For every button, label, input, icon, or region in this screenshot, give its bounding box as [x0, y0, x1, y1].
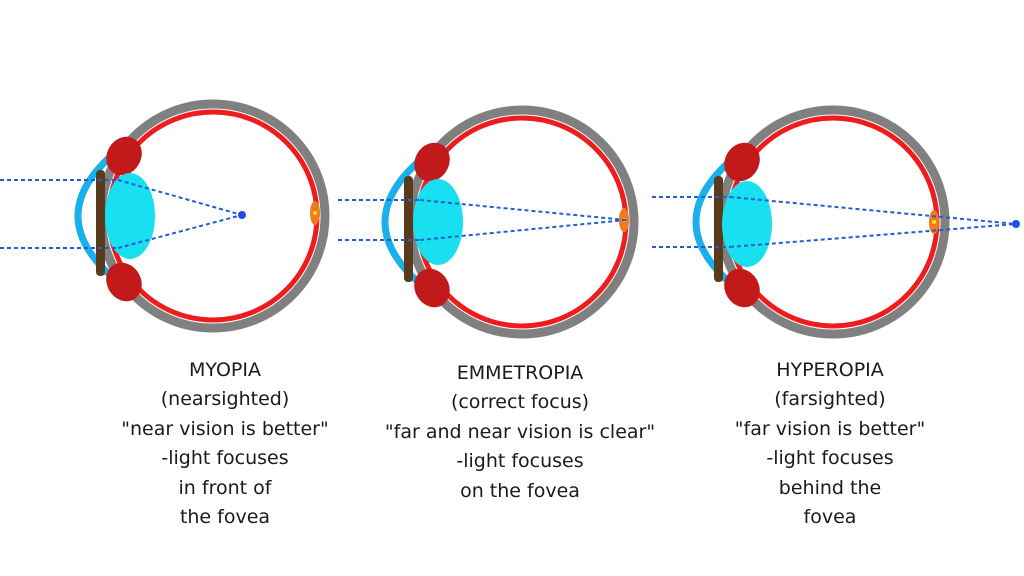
myopia-caption: MYOPIA (nearsighted) "near vision is bet… [60, 356, 390, 532]
myopia-quote: "near vision is better" [121, 417, 329, 440]
myopia-ray-bottom-converging [117, 214, 243, 249]
myopia-ciliary-body-bottom [106, 262, 142, 302]
hyperopia-iris [714, 176, 723, 282]
emmetropia-ciliary-body-top [414, 142, 450, 182]
myopia-ciliary-body-top [106, 136, 142, 176]
hyperopia-quote: "far vision is better" [734, 417, 926, 440]
hyperopia-subtitle: (farsighted) [774, 388, 886, 411]
myopia-lens [105, 173, 155, 259]
hyperopia-ray-top-converging [729, 196, 1017, 225]
hyperopia-caption: HYPEROPIA (farsighted) "far vision is be… [670, 356, 990, 532]
hyperopia-ray-bottom-converging [729, 223, 1017, 248]
emmetropia-desc-line-2: on the fovea [460, 479, 580, 502]
hyperopia-eye [652, 105, 1020, 339]
myopia-desc-line-1: -light focuses [161, 447, 289, 470]
myopia-title: MYOPIA [189, 359, 261, 381]
myopia-iris [96, 170, 105, 276]
hyperopia-desc-line-3: fovea [803, 506, 857, 529]
myopia-ray-top-converging [117, 179, 243, 216]
myopia-desc-line-2: in front of [178, 476, 272, 499]
emmetropia-eye [338, 105, 639, 339]
emmetropia-quote: "far and near vision is clear" [384, 420, 656, 443]
emmetropia-lens [413, 179, 463, 265]
emmetropia-caption: EMMETROPIA (correct focus) "far and near… [350, 359, 690, 506]
hyperopia-desc-line-1: -light focuses [766, 447, 894, 470]
hyperopia-ciliary-body-bottom [724, 268, 760, 308]
myopia-fovea-highlight [313, 211, 317, 215]
myopia-focal-point [238, 211, 246, 219]
hyperopia-fovea-highlight [932, 220, 936, 224]
emmetropia-iris [404, 176, 413, 282]
myopia-desc-line-3: the fovea [179, 506, 271, 529]
hyperopia-lens [722, 181, 772, 267]
emmetropia-subtitle: (correct focus) [450, 391, 590, 414]
hyperopia-ciliary-body-top [724, 142, 760, 182]
myopia-eye [0, 99, 330, 333]
hyperopia-focal-point [1012, 220, 1020, 228]
hyperopia-desc-line-2: behind the [778, 476, 882, 499]
hyperopia-title: HYPEROPIA [776, 359, 884, 381]
emmetropia-title: EMMETROPIA [456, 362, 584, 384]
emmetropia-desc-line-1: -light focuses [456, 450, 584, 473]
emmetropia-ciliary-body-bottom [414, 268, 450, 308]
myopia-subtitle: (nearsighted) [160, 388, 290, 411]
